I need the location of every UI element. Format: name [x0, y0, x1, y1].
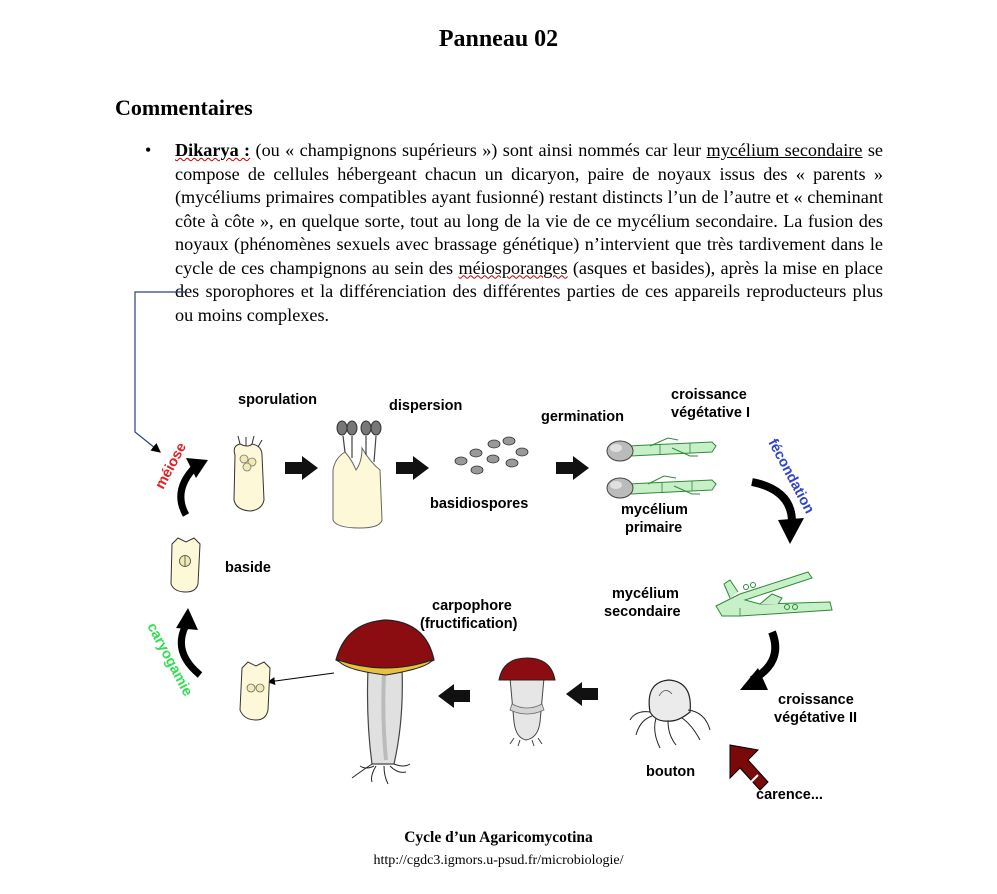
mature-carpophore: [335, 619, 435, 785]
label-carpophore-line2: (fructification): [420, 616, 518, 632]
label-germination: germination: [541, 409, 624, 425]
bouton-primordium: [629, 679, 711, 749]
comment-text-1: (ou « champignons supérieurs ») sont ain…: [250, 140, 707, 160]
term-dikarya: Dikarya :: [175, 140, 251, 160]
mature-basidium: [332, 420, 383, 529]
arrow-sporulation: [285, 456, 318, 480]
term-meiosporanges: méiosporanges: [458, 257, 568, 278]
fecondation-arrow: [751, 478, 804, 544]
secondary-mycelium: [715, 571, 833, 617]
arrow-bouton-to-young: [566, 682, 598, 706]
label-baside: baside: [225, 560, 271, 576]
label-primary-mycelium-line1: mycélium: [621, 502, 688, 518]
label-basidiospores: basidiospores: [430, 496, 528, 512]
pointer-line: [134, 291, 187, 453]
growth-arrow-2: [740, 630, 780, 690]
figure-source: http://cgdc3.igmors.u-psud.fr/microbiolo…: [373, 853, 624, 868]
page-title: Panneau 02: [438, 26, 559, 52]
arrow-germination: [556, 456, 589, 480]
label-secondary-mycelium-line2: secondaire: [604, 604, 681, 620]
label-carpophore-line1: carpophore: [432, 598, 512, 614]
label-dispersion: dispersion: [389, 398, 462, 414]
carpophore-to-basidium-line: [267, 672, 335, 686]
comment-paragraph: Dikarya : (ou « champignons supérieurs »…: [175, 139, 883, 327]
sporulating-basidium: [233, 435, 265, 512]
label-growth-2-line1: croissance: [778, 692, 854, 708]
label-growth-1-line2: végétative I: [671, 405, 750, 421]
arrow-dispersion: [396, 456, 429, 480]
primary-mycelium: [606, 437, 717, 499]
young-carpophore: [498, 657, 556, 747]
label-primary-mycelium-line2: primaire: [625, 520, 682, 536]
arrow-young-to-carpophore: [438, 684, 470, 708]
label-carence: carence...: [756, 787, 823, 803]
label-growth-1-line1: croissance: [671, 387, 747, 403]
section-title: Commentaires: [115, 95, 253, 120]
label-secondary-mycelium-line1: mycélium: [612, 586, 679, 602]
label-sporulation: sporulation: [238, 392, 317, 408]
diploid-basidium: [170, 537, 201, 593]
term-mycelium-secondaire: mycélium secondaire: [706, 140, 863, 160]
figure-caption: Cycle d’un Agaricomycotina: [404, 829, 593, 846]
bullet-marker: •: [145, 140, 152, 160]
carence-arrow: [729, 744, 769, 791]
label-growth-2-line2: végétative II: [774, 710, 857, 726]
comment-text-3: (asques et basides), après la mise en pl…: [175, 257, 883, 325]
meiose-arrow: [177, 458, 208, 517]
dikaryotic-basidium: [239, 661, 271, 721]
label-bouton: bouton: [646, 764, 695, 780]
basidiospores-cluster: [454, 436, 529, 475]
caryogamie-arrow: [176, 608, 203, 678]
comment-text-2: se compose de cellules hébergeant chacun…: [175, 140, 884, 278]
